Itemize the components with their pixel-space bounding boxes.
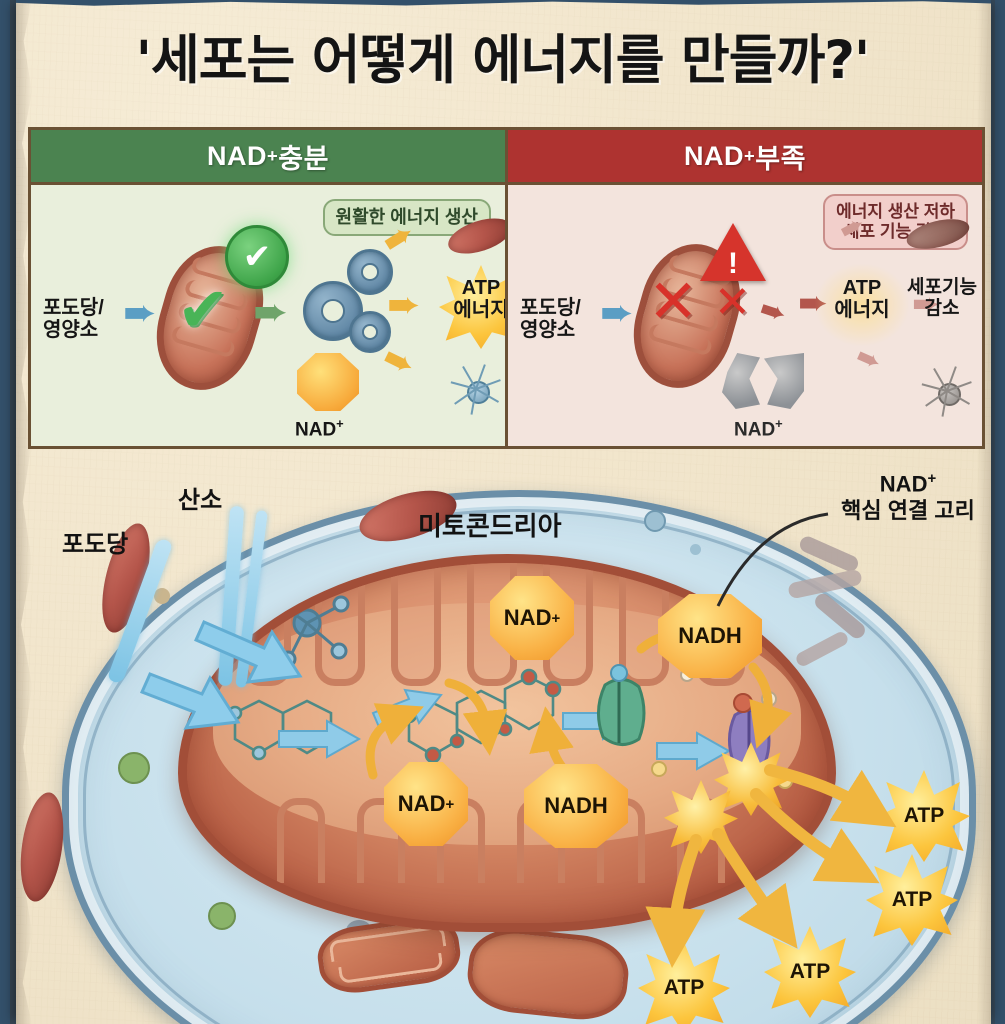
arrow-process-green: ➨ bbox=[253, 288, 289, 335]
nadh-molecule-lower: NADH bbox=[524, 764, 628, 848]
label-glucose-nutrients-left: 포도당/ 영양소 bbox=[43, 297, 104, 342]
label-atp-energy-left: ATP 에너지 bbox=[439, 277, 505, 321]
x-mark-process-icon: ✕ bbox=[714, 278, 751, 327]
atp-star-2: ATP bbox=[866, 854, 958, 946]
neuron-icon-right bbox=[912, 357, 982, 427]
arrow-pink-to-outcome: ➨ bbox=[912, 285, 941, 323]
gear-medium-icon bbox=[347, 249, 393, 295]
panel-nad-deficient: NAD+ 부족 에너지 생산 저하 세포 기능 감소 포도당/ 영양소 ➨ ! bbox=[508, 130, 982, 446]
warning-exclamation: ! bbox=[728, 247, 738, 280]
gear-large-icon bbox=[303, 281, 363, 341]
nad-lower-text: NAD bbox=[397, 791, 446, 816]
comparison-panels: NAD+ 충분 원활한 에너지 생산 포도당/ 영양소 ➨ ✔ ✔ bbox=[28, 127, 985, 449]
arrow-pink-to-neuron: ➨ bbox=[850, 339, 887, 380]
label-nad-key-line1: NAD bbox=[879, 471, 928, 497]
label-nad-key-link: NAD+ 핵심 연결 고리 bbox=[841, 470, 975, 523]
label-glucose-nutrients-right: 포도당/ 영양소 bbox=[520, 297, 581, 342]
label-nad-key-line2: 핵심 연결 고리 bbox=[841, 497, 975, 523]
nadh-lower-text: NADH bbox=[544, 793, 608, 818]
vesicle-blue-2 bbox=[690, 544, 701, 555]
label-outcome-line2: 감소 bbox=[924, 298, 960, 320]
label-atp-right-line1: ATP bbox=[842, 277, 882, 299]
label-oxygen: 산소 bbox=[178, 487, 223, 514]
label-glucose-left-line1: 포도당/ bbox=[43, 297, 104, 319]
panel-right-header: NAD+ 부족 bbox=[508, 130, 982, 185]
vesicle-tan-1 bbox=[154, 588, 170, 604]
label-cell-function-decline: 세포기능 감소 bbox=[892, 277, 982, 320]
panel-nad-sufficient: NAD+ 충분 원활한 에너지 생산 포도당/ 영양소 ➨ ✔ ✔ bbox=[31, 130, 508, 446]
nadh-upper-text: NADH bbox=[678, 623, 742, 648]
panel-left-header-superscript: + bbox=[267, 145, 279, 166]
atp-faded-glow bbox=[814, 263, 910, 347]
green-check-badge-icon: ✔ bbox=[225, 225, 289, 289]
label-glucose-right-line1: 포도당/ bbox=[520, 297, 581, 319]
page-title: '세포는 어떻게 에너지를 만들까?' bbox=[135, 30, 870, 91]
arrow-to-atp-yellow: ➨ bbox=[387, 283, 421, 327]
panel-right-header-text: NAD bbox=[684, 140, 745, 171]
vesicle-green-2 bbox=[208, 902, 236, 930]
endoplasmic-reticulum-icon bbox=[787, 534, 898, 682]
nad-upper-text: NAD bbox=[503, 605, 552, 630]
label-glucose-right-line2: 영양소 bbox=[520, 319, 576, 342]
vesicle-blue-1 bbox=[644, 510, 666, 532]
panel-left-header-text: NAD bbox=[207, 140, 268, 171]
label-nad-plus-right: NAD+ bbox=[734, 416, 783, 441]
panel-right-header-superscript: + bbox=[744, 145, 756, 166]
vesicle-green-1 bbox=[118, 752, 150, 784]
x-mark-mitochondrion-icon: ✕ bbox=[648, 268, 699, 335]
nad-plus-broken-right-half-icon bbox=[764, 353, 804, 409]
arrow-weak-red-1: ➨ bbox=[755, 289, 792, 333]
nad-plus-molecule-icon-left bbox=[297, 353, 359, 411]
arrow-input-blue-right: ➨ bbox=[600, 291, 634, 335]
label-glucose: 포도당 bbox=[62, 531, 129, 558]
panel-left-header-rest: 충분 bbox=[278, 143, 329, 174]
panel-left-body: 원활한 에너지 생산 포도당/ 영양소 ➨ ✔ ✔ ➨ bbox=[31, 185, 505, 446]
atp-star-4-text: ATP bbox=[663, 976, 705, 999]
label-atp-energy-right: ATP 에너지 bbox=[814, 277, 910, 321]
label-mitochondria: 미토콘드리아 bbox=[418, 511, 562, 541]
label-nad-plus-left: NAD+ bbox=[295, 416, 344, 441]
paper-torn-top-edge bbox=[16, 0, 991, 6]
panel-right-header-rest: 부족 bbox=[755, 143, 806, 174]
label-atp-left-line1: ATP bbox=[461, 277, 501, 299]
check-inside-mitochondrion-icon: ✔ bbox=[177, 276, 229, 345]
warning-triangle-icon: ! bbox=[700, 223, 766, 281]
nadh-molecule-upper: NADH bbox=[658, 594, 762, 678]
atp-star-2-text: ATP bbox=[891, 888, 933, 911]
neuron-icon-left bbox=[441, 355, 505, 425]
nad-plus-molecule-upper: NAD+ bbox=[490, 576, 574, 660]
atp-star-3-text: ATP bbox=[789, 960, 831, 983]
badge-decline-line1: 에너지 생산 저하 bbox=[836, 202, 955, 221]
cell-diagram: NAD+ NADH NAD+ NADH ATP ATP ATP ATP bbox=[14, 462, 985, 1024]
label-atp-right-line2: 에너지 bbox=[834, 299, 890, 321]
nad-plus-molecule-lower: NAD+ bbox=[384, 762, 468, 846]
panel-right-body: 에너지 생산 저하 세포 기능 감소 포도당/ 영양소 ➨ ! ✕ ✕ ➨ bbox=[508, 185, 982, 446]
arrow-input-blue-left: ➨ bbox=[123, 291, 157, 335]
gear-small-icon bbox=[349, 311, 391, 353]
atp-star-1-text: ATP bbox=[903, 804, 945, 827]
label-outcome-line1: 세포기능 bbox=[907, 277, 977, 298]
label-atp-left-line2: 에너지 bbox=[453, 299, 505, 321]
panel-left-header: NAD+ 충분 bbox=[31, 130, 505, 185]
nad-plus-broken-left-half-icon bbox=[722, 353, 760, 409]
label-glucose-left-line2: 영양소 bbox=[43, 319, 99, 342]
